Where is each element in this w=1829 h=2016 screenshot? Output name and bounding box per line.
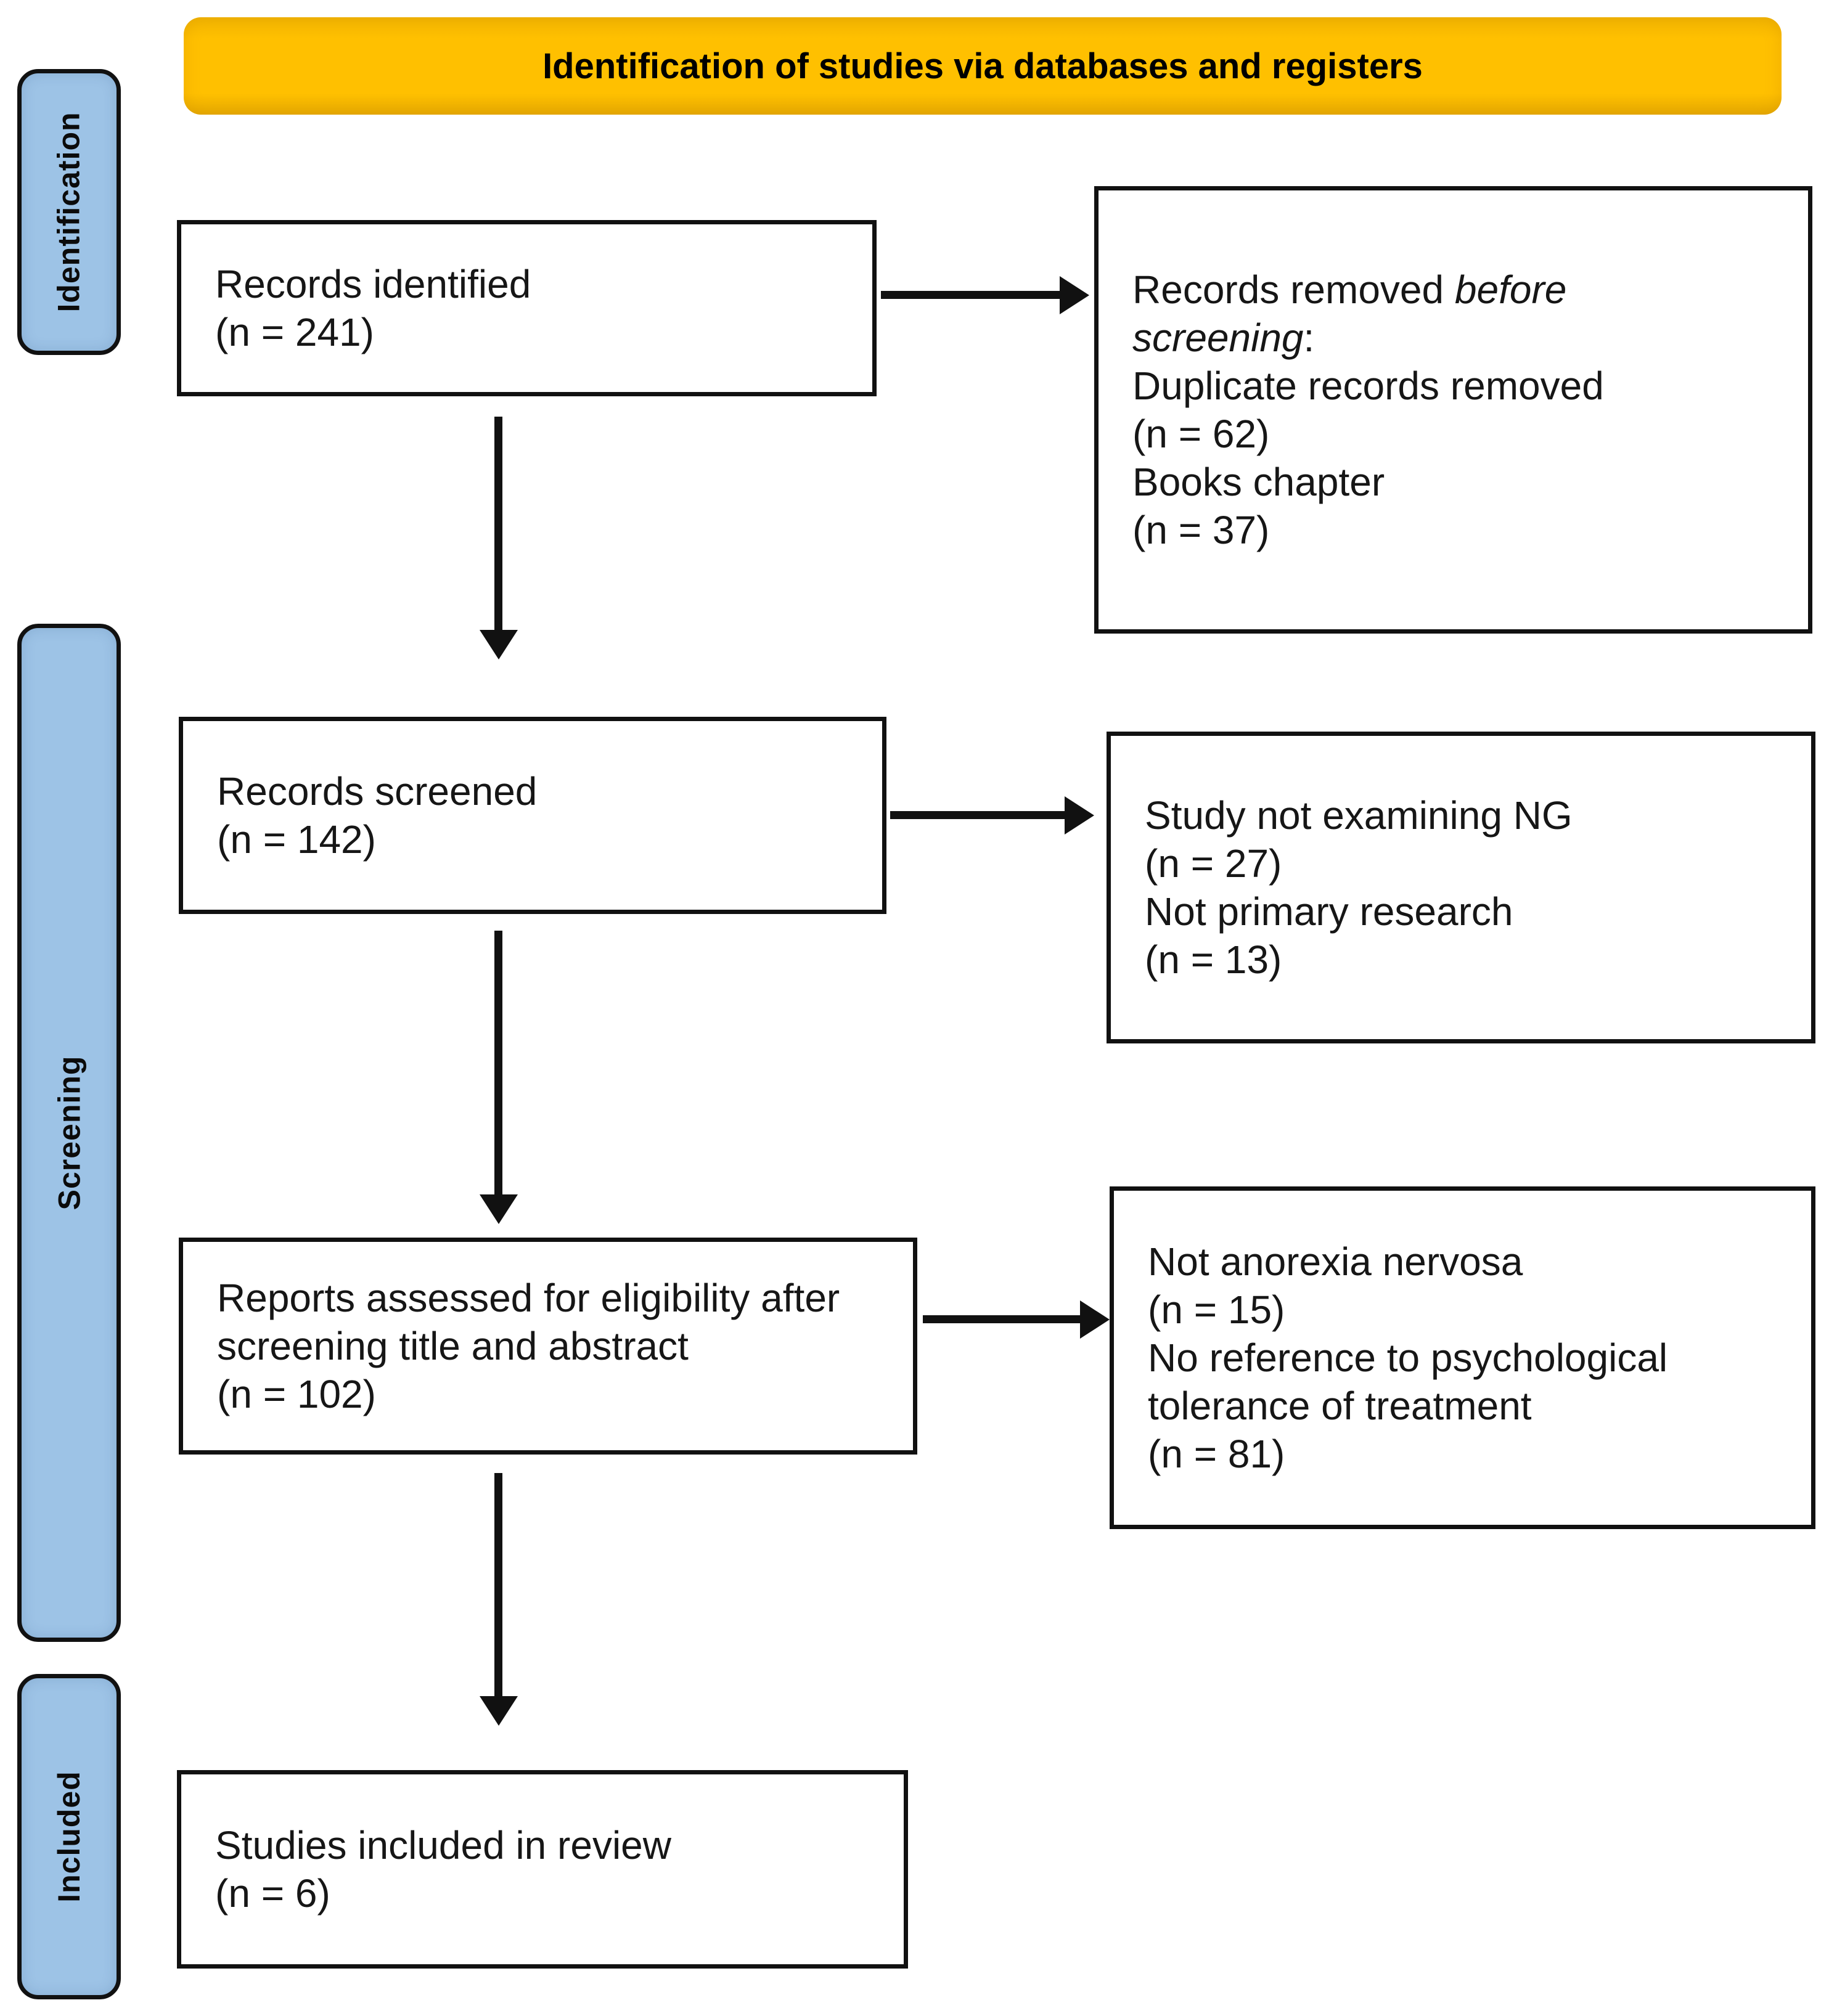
- reason-label: Study not examining NG: [1145, 793, 1573, 838]
- exclusion-reason: Study not examining NG (n = 27): [1145, 791, 1774, 888]
- exclusion-reason: Not primary research (n = 13): [1145, 888, 1774, 984]
- records-identified-title: Records identified: [215, 261, 531, 306]
- arrow-assessed-to-included: [494, 1473, 502, 1696]
- stage-tab-identification: Identification: [17, 69, 121, 355]
- reason-label: Not primary research: [1145, 889, 1513, 934]
- reason-label: No reference to psychological tolerance …: [1148, 1335, 1668, 1429]
- stage-tab-screening: Screening: [17, 624, 121, 1642]
- exclusion-reason: Books chapter (n = 37): [1132, 458, 1734, 554]
- arrow-identified-to-removed: [881, 291, 1060, 299]
- banner-title-label: Identification of studies via databases …: [542, 46, 1423, 86]
- studies-included-count: (n = 6): [215, 1871, 330, 1916]
- records-screened-count: (n = 142): [217, 817, 376, 862]
- reason-count: (n = 81): [1148, 1432, 1285, 1477]
- reason-count: (n = 15): [1148, 1287, 1285, 1332]
- records-removed-heading-italic: before screening: [1132, 267, 1567, 360]
- screening-exclusions-box: Study not examining NG (n = 27) Not prim…: [1107, 732, 1815, 1043]
- stage-tab-included-label: Included: [52, 1771, 87, 1903]
- stage-tab-included: Included: [17, 1674, 121, 1999]
- records-screened-title: Records screened: [217, 769, 538, 814]
- exclusion-reason: Duplicate records removed (n = 62): [1132, 362, 1734, 458]
- records-identified-count: (n = 241): [215, 310, 374, 354]
- reports-assessed-title: Reports assessed for eligibility after s…: [217, 1275, 840, 1368]
- records-removed-heading-regular: Records removed: [1132, 267, 1444, 312]
- records-removed-before-screening-box: Records removed before screening: Duplic…: [1094, 186, 1812, 634]
- arrow-screened-to-assessed: [494, 931, 502, 1194]
- studies-included-box: Studies included in review (n = 6): [177, 1770, 908, 1969]
- stage-tab-screening-label: Screening: [52, 1055, 86, 1210]
- records-removed-heading-colon: :: [1303, 315, 1315, 360]
- arrow-identified-to-screened: [494, 417, 502, 630]
- reason-label: Books chapter: [1132, 460, 1385, 505]
- eligibility-exclusions-box: Not anorexia nervosa (n = 15) No referen…: [1110, 1186, 1815, 1529]
- reports-assessed-count: (n = 102): [217, 1372, 376, 1417]
- reports-assessed-box: Reports assessed for eligibility after s…: [179, 1238, 917, 1455]
- records-screened-box: Records screened (n = 142): [179, 717, 886, 914]
- reason-count: (n = 27): [1145, 841, 1282, 886]
- exclusion-reason: Not anorexia nervosa (n = 15): [1148, 1238, 1774, 1334]
- records-removed-heading: Records removed before screening:: [1132, 266, 1734, 362]
- exclusion-reason: No reference to psychological tolerance …: [1148, 1334, 1774, 1478]
- records-identified-box: Records identified (n = 241): [177, 220, 877, 396]
- reason-label: Duplicate records removed: [1132, 363, 1604, 408]
- reason-count: (n = 37): [1132, 508, 1270, 553]
- arrow-assessed-to-eligibility-exclusions: [923, 1315, 1080, 1323]
- reason-label: Not anorexia nervosa: [1148, 1239, 1523, 1284]
- reason-count: (n = 13): [1145, 937, 1282, 982]
- banner-title: Identification of studies via databases …: [184, 17, 1782, 115]
- stage-tab-identification-label: Identification: [52, 112, 87, 312]
- arrow-screened-to-screening-exclusions: [890, 811, 1065, 819]
- reason-count: (n = 62): [1132, 412, 1270, 456]
- studies-included-title: Studies included in review: [215, 1822, 671, 1867]
